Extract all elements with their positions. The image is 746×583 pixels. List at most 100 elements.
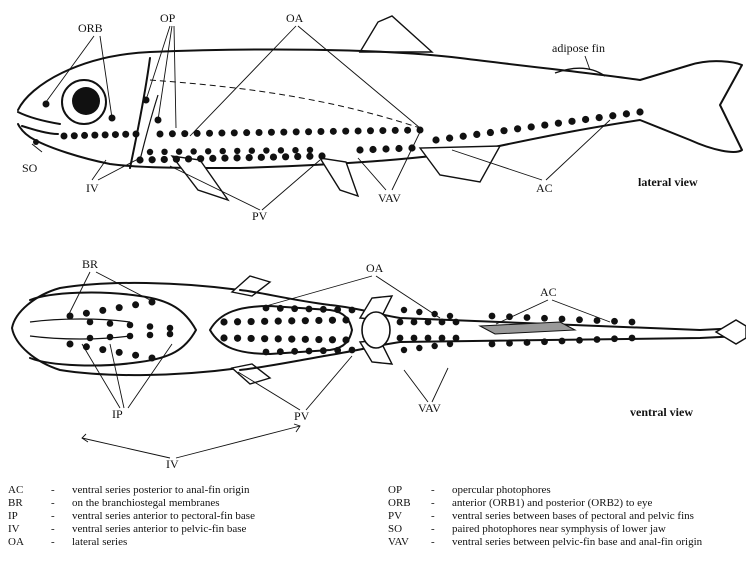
photophore-ac: [582, 116, 589, 123]
label-adipose-fin: adipose fin: [552, 41, 605, 55]
photophore-pv: [149, 156, 156, 163]
lateral-fish: ORB OP OA adipose fin SO IV PV VAV AC la…: [18, 11, 742, 223]
photophore-iv: [133, 131, 140, 138]
lateral-photophores: [33, 97, 644, 164]
photophore-pv: [205, 148, 211, 154]
label-orb: ORB: [78, 21, 103, 35]
photophore-oa: [349, 307, 356, 314]
lateral-body-outline: [18, 50, 742, 168]
photophore-pv: [161, 149, 167, 155]
photophore-oa: [157, 131, 164, 138]
photophore-oa: [306, 348, 313, 355]
dorsal-fin: [360, 16, 432, 52]
photophore-pv: [248, 335, 255, 342]
photophore-oa: [305, 128, 312, 135]
photophore-pv: [190, 148, 196, 154]
label-pv-lateral: PV: [252, 209, 268, 223]
label-oa-ventral: OA: [366, 261, 384, 275]
label-ip: IP: [112, 407, 123, 421]
photophore-br: [132, 352, 139, 359]
photophore-pv: [161, 156, 168, 163]
photophore-vav: [356, 146, 363, 153]
photophore-br: [99, 307, 106, 314]
photophore-ac: [528, 123, 535, 130]
photophore-ac: [629, 335, 636, 342]
photophore-iv: [122, 131, 129, 138]
photophore-vav: [382, 145, 389, 152]
label-lateral-view: lateral view: [638, 175, 698, 189]
photophore-pv: [282, 153, 289, 160]
anal-fin: [420, 146, 500, 182]
photophore-pv: [246, 154, 253, 161]
photophore-pv: [185, 155, 192, 162]
photophore-ac: [541, 338, 548, 345]
photophore-vav: [453, 335, 460, 342]
photophore-pv: [220, 318, 227, 325]
photophore-iv: [61, 133, 68, 140]
photophore-vav: [439, 335, 446, 342]
lateral-line: [150, 80, 420, 128]
photophore-pv: [307, 147, 313, 153]
photophore-pv: [342, 316, 349, 323]
photophore-pv: [329, 336, 336, 343]
photophore-vav: [395, 145, 402, 152]
photophore-vav: [369, 146, 376, 153]
photophore-oa: [431, 343, 437, 349]
photophore-vav: [425, 335, 432, 342]
photophore-so: [33, 139, 39, 145]
photophore-ac: [500, 127, 507, 134]
photophore-ac: [541, 315, 548, 322]
photophore-pv: [275, 318, 282, 325]
photophore-br: [132, 301, 139, 308]
photophore-pv: [220, 334, 227, 341]
photophore-oa: [401, 307, 407, 313]
photophore-ac: [594, 336, 601, 343]
photophore-ip: [127, 322, 134, 329]
photophore-pv: [302, 336, 309, 343]
photophore-vav: [411, 319, 418, 326]
photophore-oa: [280, 129, 287, 136]
photophore-ac: [611, 318, 618, 325]
photophore-ac: [524, 339, 531, 346]
photophore-oa: [218, 130, 225, 137]
photophore-ip: [147, 323, 154, 330]
photophore-oa: [291, 305, 298, 312]
photophore-pv: [318, 152, 325, 159]
photophore-pv: [278, 147, 284, 153]
photophore-vav: [453, 319, 460, 326]
photophore-ip: [107, 334, 114, 341]
photophore-ip: [147, 332, 154, 339]
photophore-oa: [404, 127, 411, 134]
label-ac-lateral: AC: [536, 181, 553, 195]
photophore-ac: [636, 108, 643, 115]
label-vav-lateral: VAV: [378, 191, 401, 205]
photophore-pv: [176, 148, 182, 154]
photophore-br: [116, 349, 123, 356]
label-oa-lateral: OA: [286, 11, 304, 25]
photophore-ac: [460, 133, 467, 140]
photophore-oa: [181, 130, 188, 137]
photophore-pv: [342, 336, 349, 343]
lateral-leaders: [32, 26, 610, 210]
label-ventral-view: ventral view: [630, 405, 693, 419]
photophore-oa: [243, 129, 250, 136]
photophore-pv: [197, 155, 204, 162]
photophore-ac: [524, 314, 531, 321]
photophore-iv: [112, 131, 119, 138]
photophore-iv: [81, 132, 88, 139]
photophore-ac: [506, 340, 513, 347]
photophore-ac: [432, 136, 439, 143]
photophore-ip: [167, 331, 174, 338]
photophore-pv: [147, 149, 153, 155]
photophore-pv: [261, 335, 268, 342]
photophore-pv: [221, 155, 228, 162]
photophore-oa: [268, 129, 275, 136]
photophore-ac: [541, 121, 548, 128]
photophore-pv: [288, 317, 295, 324]
label-vav-ventral: VAV: [418, 401, 441, 415]
photophore-pv: [234, 335, 241, 342]
photophore-oa: [401, 347, 407, 353]
photophore-oa: [231, 129, 238, 136]
photophore-br: [83, 310, 90, 317]
ventral-fish: BR OA AC IP PV VAV IV ventral view: [12, 257, 746, 471]
